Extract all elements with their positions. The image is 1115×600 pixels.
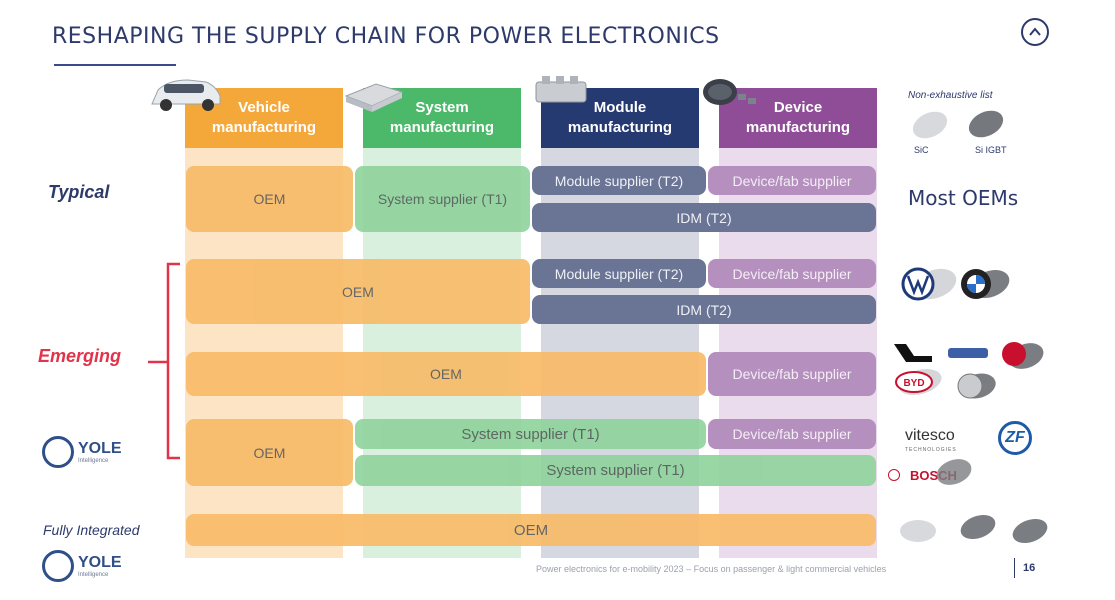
typical-oem-cell: OEM: [186, 166, 353, 232]
emerging-bracket: [148, 262, 180, 460]
fully-integrated-sic-swatch: [900, 520, 936, 542]
oem-logos-row1: [901, 267, 1010, 301]
emerging1-oem-cell: OEM: [186, 259, 530, 324]
power-module-image: [535, 76, 587, 103]
lynk-logo: [894, 344, 932, 362]
yole-footer-logo-icon: [42, 550, 74, 582]
typical-system-supplier-cell: System supplier (T1): [355, 166, 530, 232]
car-image: [151, 79, 221, 111]
emerging2-device-supplier-cell: Device/fab supplier: [708, 352, 876, 396]
row-label-typical: Typical: [48, 182, 110, 202]
yole-logo-text: YOLE: [78, 440, 122, 457]
vitesco-logo-subtitle: TECHNOLOGIES: [905, 447, 957, 453]
bosch-si-igbt-swatch: [932, 454, 976, 490]
yole-footer-logo-text: YOLE: [78, 554, 122, 571]
si-igbt-legend-label: Si IGBT: [975, 145, 1007, 155]
system-manufacturing-header: System manufacturing: [363, 88, 521, 148]
emerging3-system-supplier-wide-cell: System supplier (T1): [355, 455, 876, 486]
fully-integrated-si-igbt-swatch-2: [1009, 514, 1051, 548]
scroll-up-button[interactable]: [1021, 18, 1049, 46]
vitesco-logo: vitesco: [905, 427, 955, 444]
legend-note: Non-exhaustive list: [908, 90, 993, 101]
si-igbt-legend-swatch: [964, 105, 1008, 143]
byd-logo-text: BYD: [903, 378, 924, 389]
page-title: RESHAPING THE SUPPLY CHAIN FOR POWER ELE…: [52, 24, 720, 49]
wafer-image: [703, 79, 756, 105]
fully-integrated-si-igbt-swatch: [957, 510, 999, 544]
row-label-fully-integrated: Fully Integrated: [43, 522, 140, 538]
most-oems-label: Most OEMs: [908, 186, 1019, 210]
emerging3-system-supplier-cell: System supplier (T1): [355, 419, 706, 449]
typical-idm-cell: IDM (T2): [532, 203, 876, 232]
fully-integrated-oem-cell: OEM: [186, 514, 876, 546]
typical-module-supplier-cell: Module supplier (T2): [532, 166, 706, 195]
sic-legend-label: SiC: [914, 145, 929, 155]
page-number: 16: [1014, 558, 1035, 578]
oem-logos-row2: BYD: [894, 342, 1044, 399]
bosch-icon: [888, 469, 900, 481]
zf-logo: ZF: [998, 421, 1032, 455]
emerging3-device-supplier-cell: Device/fab supplier: [708, 419, 876, 449]
emerging1-idm-cell: IDM (T2): [532, 295, 876, 324]
title-underline: [54, 64, 176, 66]
emerging1-module-supplier-cell: Module supplier (T2): [532, 259, 706, 288]
emerging3-oem-cell: OEM: [186, 419, 353, 486]
row-label-emerging: Emerging: [38, 346, 122, 366]
byd-logo: [895, 371, 933, 393]
emerging2-oem-cell: OEM: [186, 352, 706, 396]
sic-legend-swatch: [908, 106, 952, 144]
typical-device-supplier-cell: Device/fab supplier: [708, 166, 876, 195]
yole-logo-icon: [42, 436, 74, 468]
system-module-image: [344, 83, 404, 112]
emerging1-device-supplier-cell: Device/fab supplier: [708, 259, 876, 288]
yole-footer-logo-subtitle: Intelligence: [78, 572, 109, 578]
yole-logo-subtitle: Intelligence: [78, 458, 109, 464]
footer-text: Power electronics for e-mobility 2023 – …: [536, 564, 887, 574]
chevron-up-icon: [1029, 27, 1041, 36]
geely-logo: [948, 348, 988, 358]
